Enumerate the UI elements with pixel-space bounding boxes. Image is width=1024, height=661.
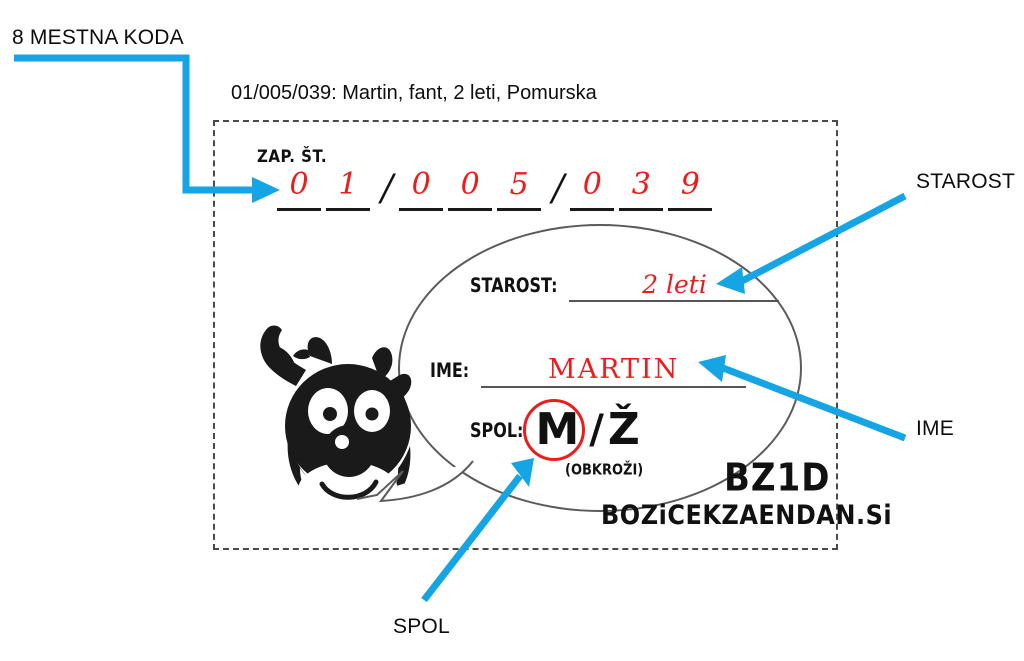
serial-digit-slot[interactable]: 0 bbox=[570, 167, 615, 211]
selection-circle-icon bbox=[523, 399, 586, 461]
gender-options: M / Ž bbox=[523, 399, 640, 461]
serial-separator: / bbox=[552, 168, 565, 209]
coupon-frame bbox=[213, 120, 838, 550]
brand-logo-text: BZ1D bbox=[724, 456, 831, 501]
serial-digit-value: 0 bbox=[460, 167, 480, 202]
serial-digit-slot[interactable]: 0 bbox=[448, 167, 493, 211]
gender-option-female[interactable]: Ž bbox=[607, 404, 640, 455]
field-label-name: IME: bbox=[430, 358, 470, 382]
serial-digit-value: 1 bbox=[338, 167, 358, 202]
field-row-gender: SPOL: M / Ž bbox=[470, 399, 640, 461]
serial-digit-value: 9 bbox=[680, 167, 700, 202]
field-row-age: STAROST: 2 leti bbox=[470, 268, 780, 302]
field-input-name[interactable]: MARTIN bbox=[481, 352, 747, 388]
serial-digit-slot[interactable]: 0 bbox=[277, 168, 321, 211]
field-value-age: 2 leti bbox=[642, 269, 707, 299]
serial-number-label: ZAP. ŠT. bbox=[257, 146, 328, 167]
serial-digit-slot[interactable]: 0 bbox=[399, 167, 444, 211]
field-label-age: STAROST: bbox=[470, 273, 558, 297]
serial-digit-slot[interactable]: 1 bbox=[326, 168, 370, 211]
field-input-age[interactable]: 2 leti bbox=[569, 268, 780, 302]
serial-number-row: 0 1 / 0 0 5 / 0 3 9 bbox=[277, 168, 717, 211]
serial-digit-slot[interactable]: 9 bbox=[668, 167, 713, 211]
gender-separator: / bbox=[589, 407, 604, 453]
serial-digit-value: 5 bbox=[509, 167, 529, 202]
serial-digit-value: 0 bbox=[289, 167, 309, 202]
field-label-gender: SPOL: bbox=[470, 418, 524, 442]
serial-digit-value: 3 bbox=[631, 167, 651, 202]
field-row-name: IME: MARTIN bbox=[430, 352, 747, 388]
serial-digit-value: 0 bbox=[582, 167, 602, 202]
gender-option-male[interactable]: M bbox=[523, 399, 586, 461]
coupon-caption: 01/005/039: Martin, fant, 2 leti, Pomurs… bbox=[231, 82, 597, 104]
annotation-label-name: IME bbox=[916, 417, 954, 440]
speech-bubble-tail bbox=[356, 460, 474, 503]
serial-digit-value: 0 bbox=[411, 167, 431, 202]
annotation-label-code: 8 MESTNA KODA bbox=[12, 26, 184, 49]
gender-hint: (OBKROŽI) bbox=[565, 462, 644, 480]
field-value-name: MARTIN bbox=[548, 353, 680, 385]
annotation-label-age: STAROST bbox=[916, 170, 1016, 193]
serial-digit-slot[interactable]: 3 bbox=[619, 167, 664, 211]
serial-digit-slot[interactable]: 5 bbox=[497, 167, 542, 211]
annotation-label-gender: SPOL bbox=[393, 615, 450, 638]
serial-separator: / bbox=[381, 168, 394, 209]
brand-url-text: BOZiCEKZAENDAN.Si bbox=[601, 500, 893, 531]
reindeer-head-icon bbox=[260, 325, 412, 518]
